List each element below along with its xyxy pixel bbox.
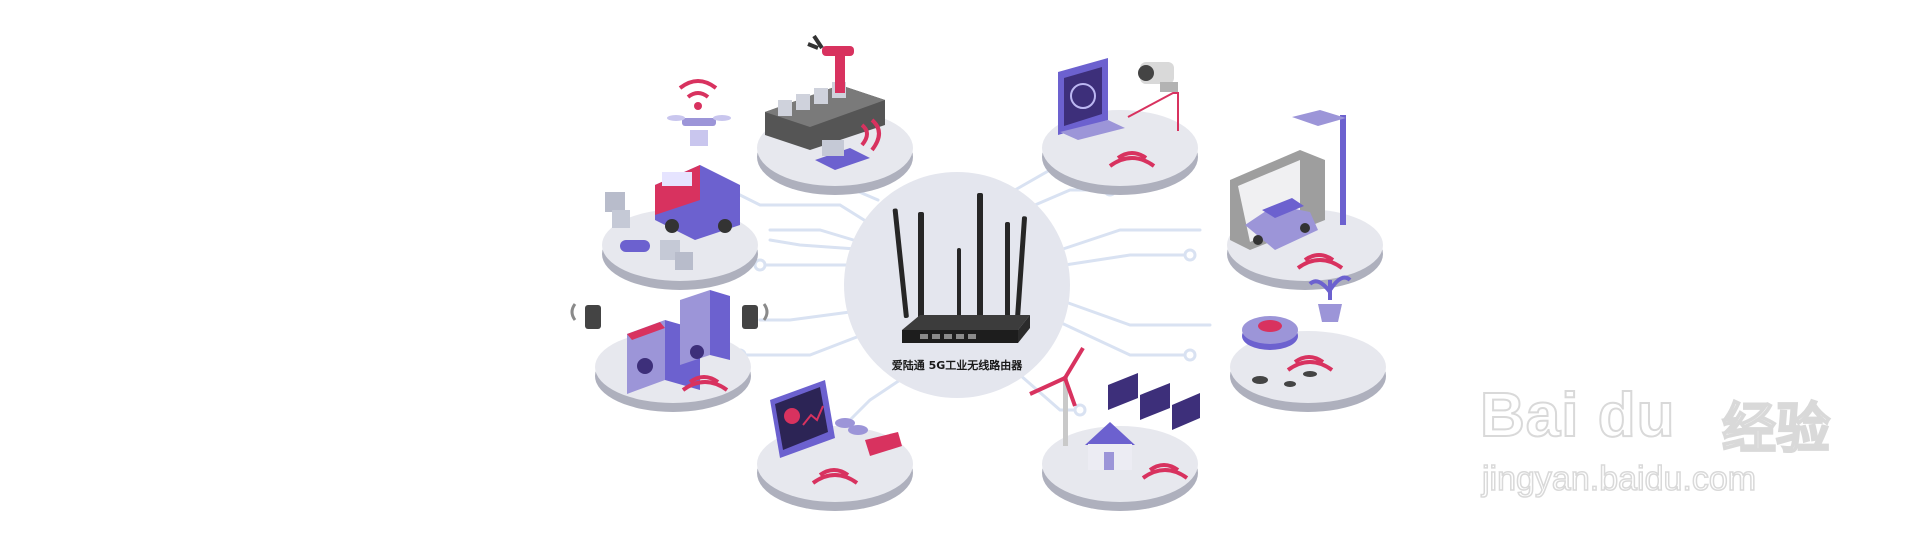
pos-terminal-icon — [770, 380, 902, 485]
router-icon — [892, 193, 1030, 343]
delivery-truck-drone-icon — [605, 79, 740, 270]
robot-arm-conveyor-icon — [765, 34, 885, 170]
car-garage-icon — [1230, 110, 1346, 270]
router-product-label: 爱陆通 5G工业无线路由器 — [891, 359, 1023, 372]
speaker-audio-icon — [570, 290, 769, 394]
robot-vacuum-icon — [1242, 275, 1352, 387]
circuit-connections — [728, 168, 1212, 422]
wind-solar-house-icon — [1029, 346, 1200, 480]
security-camera-icon — [1058, 58, 1179, 168]
